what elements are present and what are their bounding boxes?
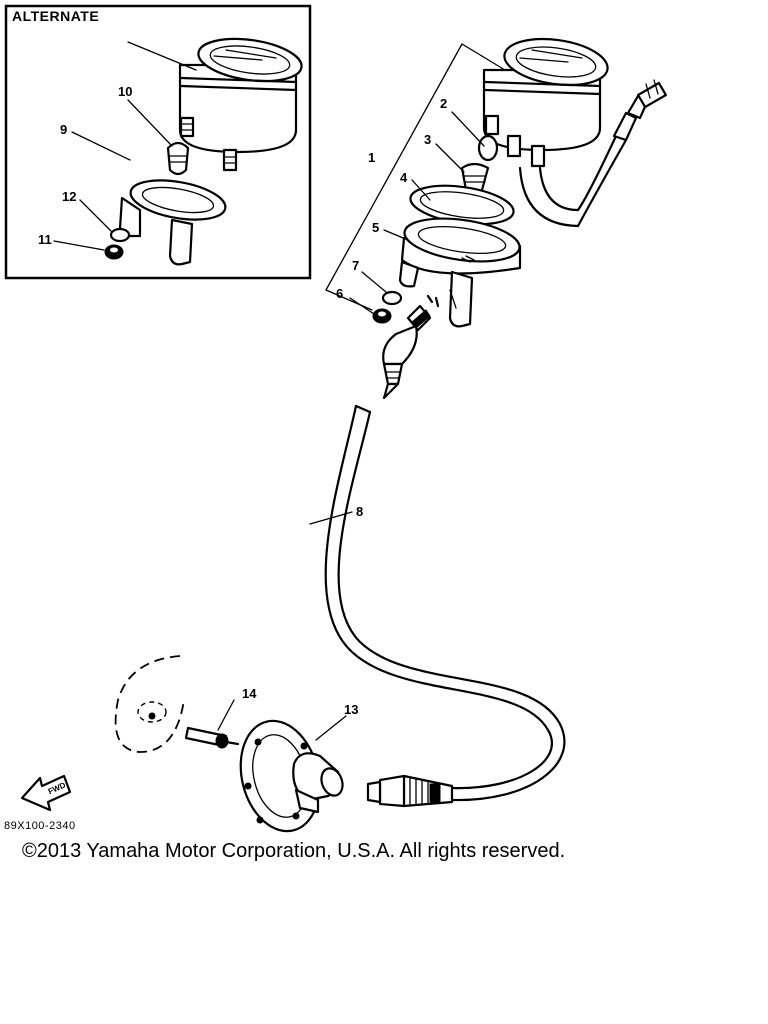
wheel-hub-outline — [114, 655, 185, 753]
label-3: 3 — [424, 132, 431, 147]
part-5-bracket — [398, 217, 522, 328]
group-1-bracket-line — [325, 43, 506, 311]
label-6: 6 — [336, 286, 343, 301]
label-2: 2 — [440, 96, 447, 111]
label-12: 12 — [62, 189, 76, 204]
label-7: 7 — [352, 258, 359, 273]
label-11: 11 — [38, 232, 52, 247]
part-7-washer — [381, 290, 403, 306]
meter-light-cord — [518, 79, 667, 228]
label-13: 13 — [344, 702, 358, 717]
inset-part-10-socket — [166, 141, 190, 176]
part-13-gear-unit — [239, 719, 344, 833]
inset-speedometer-gauge — [178, 37, 303, 172]
fwd-arrow-icon: FWD — [20, 774, 72, 812]
label-4: 4 — [400, 170, 408, 185]
label-14: 14 — [242, 686, 257, 701]
cable-lower-fitting — [366, 774, 454, 808]
alternate-inset: ALTERNATE — [4, 4, 312, 280]
part-6-nut — [372, 308, 392, 324]
label-10: 10 — [118, 84, 132, 99]
part-2-bulb — [477, 134, 499, 162]
inset-part-12-washer — [109, 227, 131, 243]
label-8: 8 — [356, 504, 363, 519]
inset-part-11-nut — [104, 244, 124, 260]
label-9: 9 — [60, 122, 67, 137]
part-8-speedometer-cable — [324, 404, 566, 802]
label-1: 1 — [368, 150, 375, 165]
drawing-code: 89X100-2340 — [4, 820, 76, 832]
part-4-cushion — [409, 184, 515, 226]
speedometer-gauge — [482, 37, 609, 168]
inset-title: ALTERNATE — [12, 8, 99, 24]
inset-frame — [4, 4, 312, 280]
inset-part-9-bracket — [118, 179, 227, 266]
cable-upper-fitting — [382, 294, 440, 400]
copyright-notice: ©2013 Yamaha Motor Corporation, U.S.A. A… — [22, 840, 566, 862]
label-5: 5 — [372, 220, 379, 235]
part-14-pin — [184, 726, 240, 749]
